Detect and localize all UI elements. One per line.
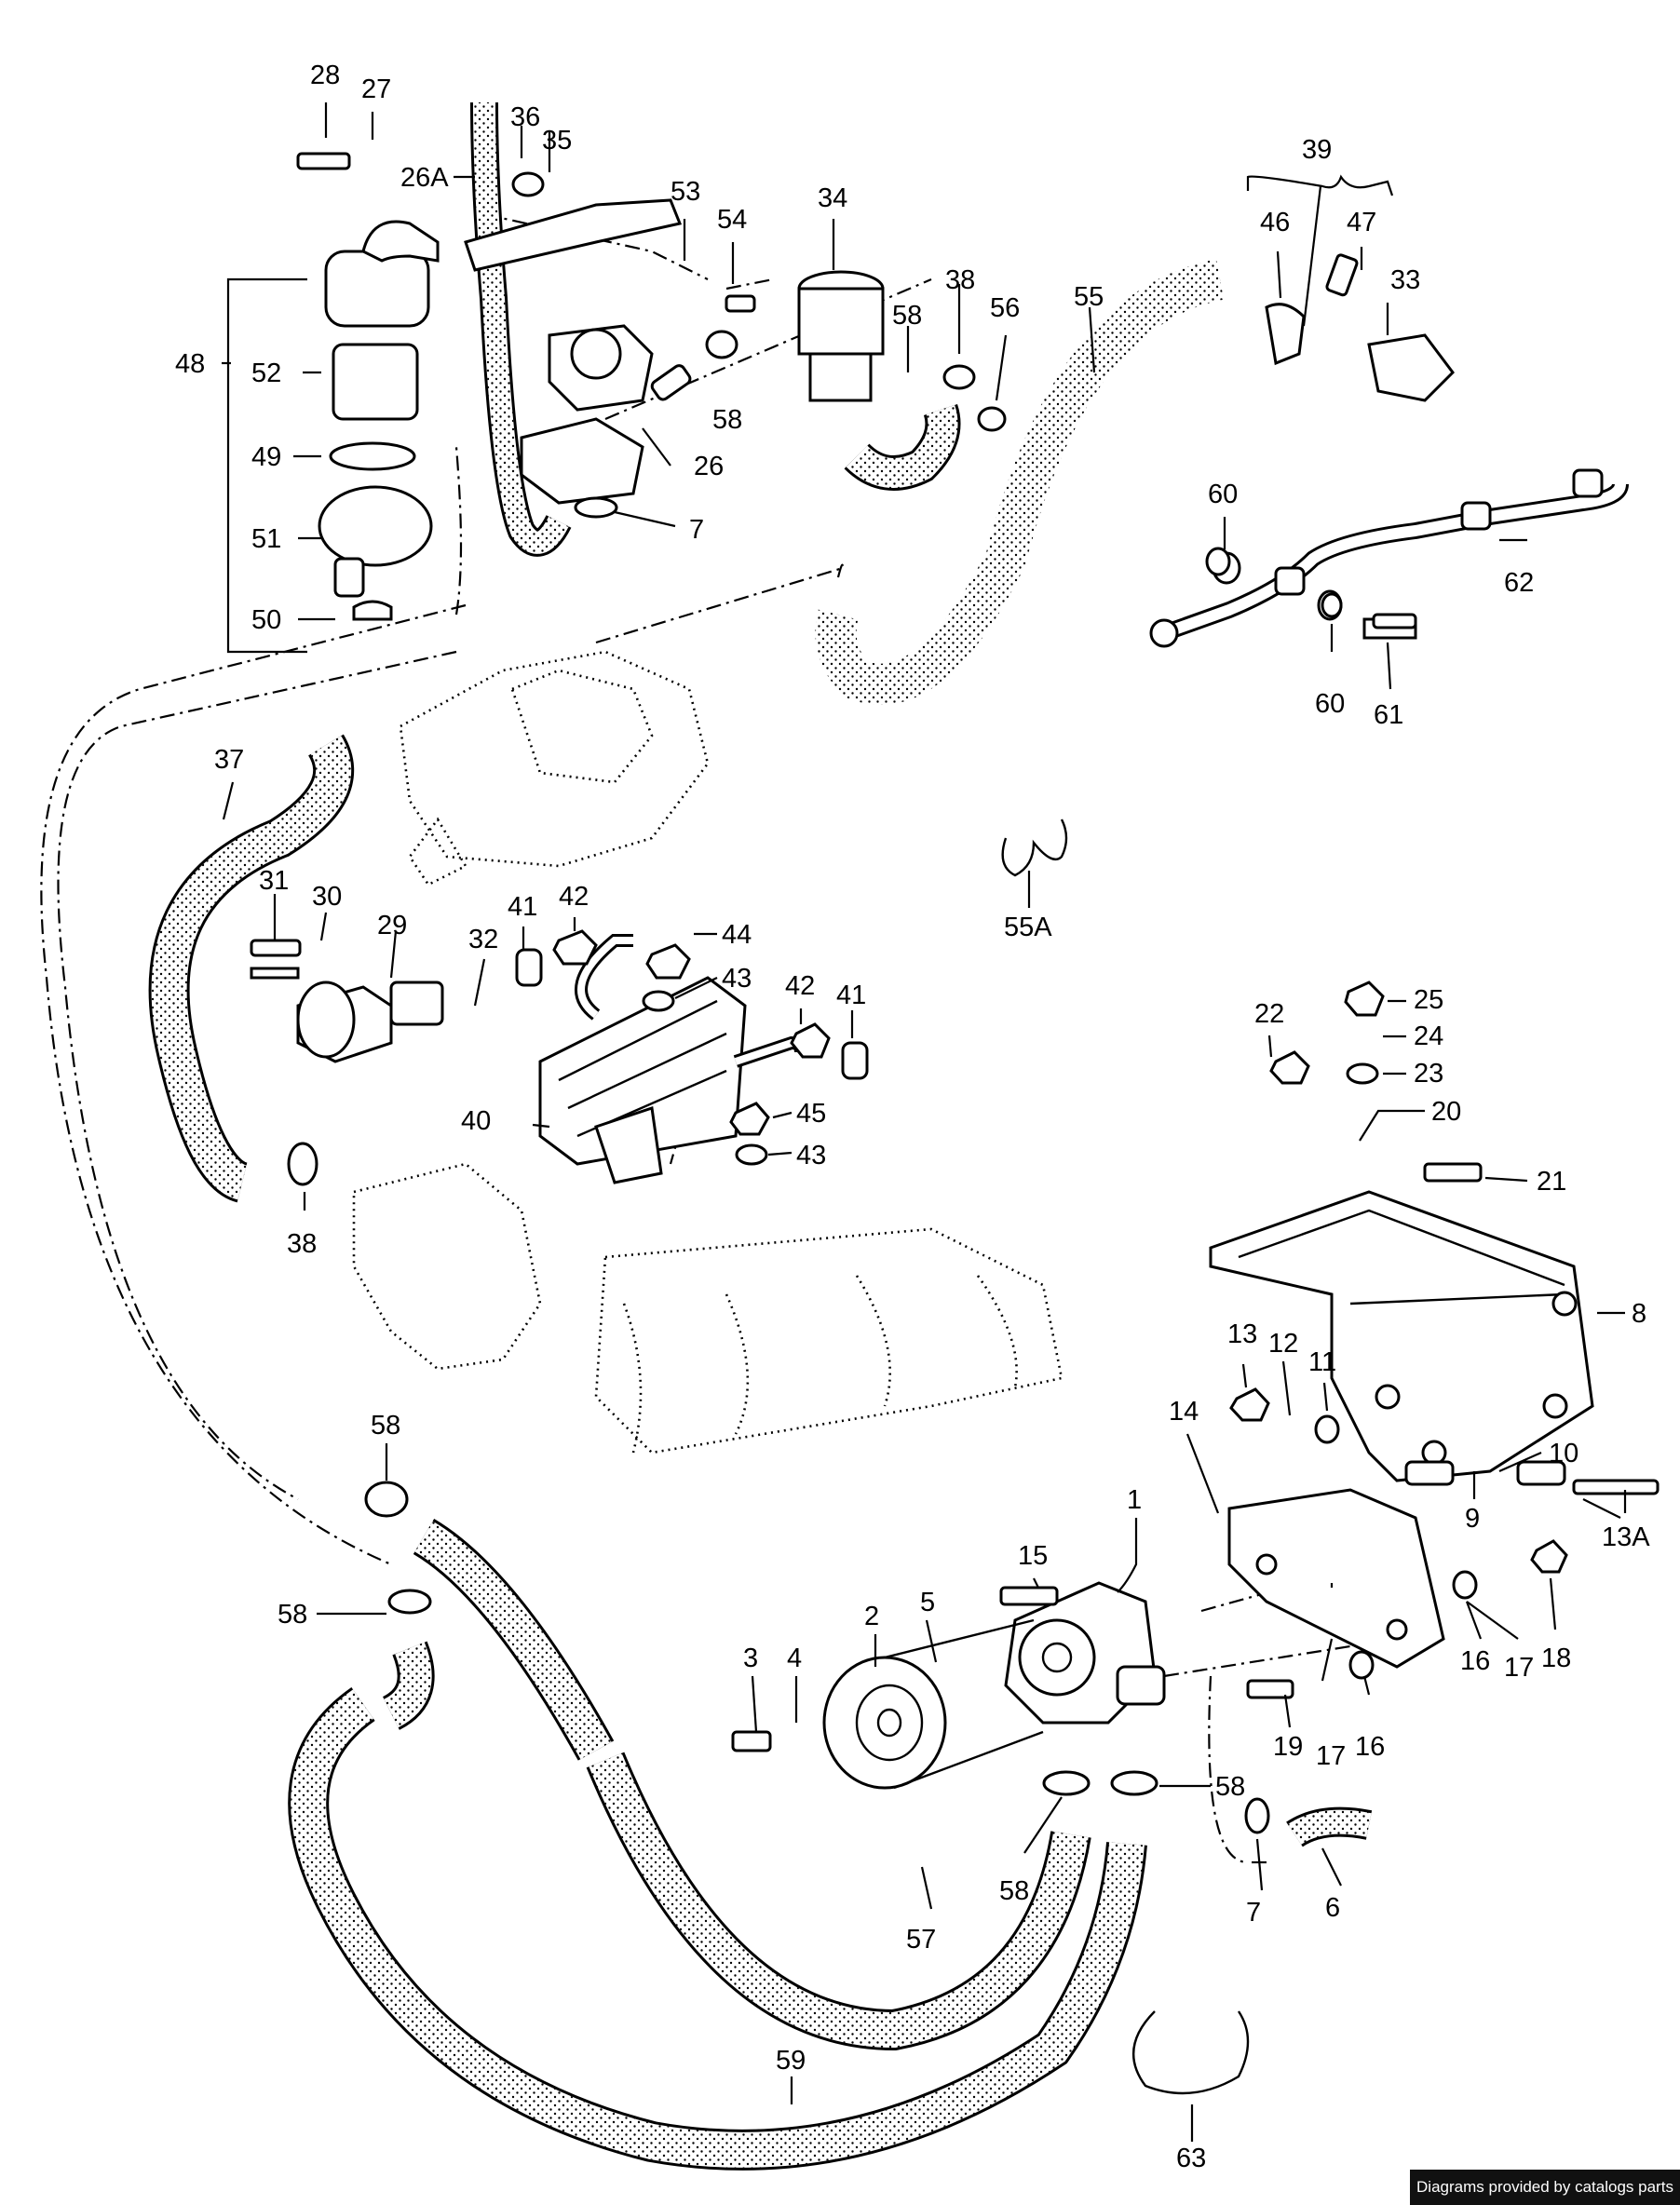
callout-23: 23 [1414,1059,1443,1089]
callout-55: 55 [1074,282,1104,312]
callout-16-b: 16 [1355,1732,1385,1762]
callout-62: 62 [1504,568,1534,598]
callout-26A: 26A [400,163,449,193]
callout-33: 33 [1390,265,1420,295]
callout-22: 22 [1254,999,1284,1029]
callout-48: 48 [175,349,205,379]
callout-19: 19 [1273,1732,1303,1762]
callout-40: 40 [461,1106,491,1136]
callout-52: 52 [251,358,281,388]
callout-58-e: 58 [1215,1772,1245,1802]
callout-59: 59 [776,2046,806,2076]
callout-13: 13 [1227,1319,1257,1349]
callout-60-a: 60 [1208,480,1238,509]
callout-61: 61 [1374,700,1403,730]
callout-13A: 13A [1602,1522,1650,1552]
callout-31: 31 [259,866,289,896]
callout-2: 2 [864,1602,879,1631]
callout-38-top: 38 [945,265,975,295]
callout-7-top: 7 [689,515,704,545]
callout-46: 46 [1260,208,1290,237]
callout-44: 44 [722,920,752,950]
callout-29: 29 [377,911,407,940]
callout-35: 35 [542,126,572,156]
callout-11: 11 [1308,1347,1336,1377]
callout-50: 50 [251,605,281,635]
callout-1: 1 [1127,1485,1142,1515]
callout-38-mid: 38 [287,1229,317,1259]
callout-15: 15 [1018,1541,1048,1571]
callout-17-a: 17 [1504,1653,1534,1683]
callout-5: 5 [920,1588,935,1617]
callout-56: 56 [990,293,1020,323]
callout-28: 28 [310,61,340,90]
leader-lines [222,102,1627,2142]
callout-63: 63 [1176,2144,1206,2173]
engine-reference-outline [352,650,1064,1454]
callout-36: 36 [510,102,540,132]
callout-18: 18 [1541,1644,1571,1673]
callout-42-b: 42 [785,971,815,1001]
callout-16-a: 16 [1460,1646,1490,1676]
callout-58-c: 58 [371,1411,400,1441]
parts [250,152,1660,2095]
callout-12: 12 [1268,1329,1298,1359]
callout-32: 32 [468,925,498,954]
callout-45: 45 [796,1099,826,1129]
callout-53: 53 [671,177,700,207]
callout-21: 21 [1537,1167,1566,1197]
callout-labels: 28 27 26A 36 35 53 54 34 38 58 56 55 39 … [175,61,1650,2173]
credit-badge: Diagrams provided by catalogs parts [1410,2170,1680,2205]
callout-51: 51 [251,524,281,554]
callout-37: 37 [214,745,244,775]
callout-47: 47 [1347,208,1376,237]
callout-7-bottom: 7 [1246,1898,1261,1928]
callout-26: 26 [694,452,724,481]
callout-9: 9 [1465,1504,1480,1534]
hoses [148,101,1373,2171]
callout-43-a: 43 [722,964,752,994]
callout-58-b: 58 [712,405,742,435]
callout-8: 8 [1632,1299,1646,1329]
callout-39: 39 [1302,135,1332,165]
callout-43-b: 43 [796,1141,826,1170]
callout-41-a: 41 [508,892,537,922]
callout-27: 27 [361,74,391,104]
callout-58-a: 58 [892,301,922,331]
callout-10: 10 [1549,1439,1578,1468]
callout-25: 25 [1414,985,1443,1015]
callout-6: 6 [1325,1893,1340,1923]
callout-55A: 55A [1004,913,1052,942]
callout-30: 30 [312,882,342,912]
callout-41-b: 41 [836,981,866,1010]
callout-58-d: 58 [278,1600,307,1630]
callout-20: 20 [1431,1097,1461,1127]
callout-54: 54 [717,205,747,235]
callout-17-b: 17 [1316,1741,1346,1771]
callout-34: 34 [818,183,847,213]
callout-58-f: 58 [999,1876,1029,1906]
callout-49: 49 [251,442,281,472]
callout-24: 24 [1414,1021,1443,1051]
callout-42-a: 42 [559,882,589,912]
callout-57: 57 [906,1925,936,1955]
callout-3: 3 [743,1644,758,1673]
callout-60-b: 60 [1315,689,1345,719]
callout-4: 4 [787,1644,802,1673]
callout-14: 14 [1169,1397,1199,1427]
